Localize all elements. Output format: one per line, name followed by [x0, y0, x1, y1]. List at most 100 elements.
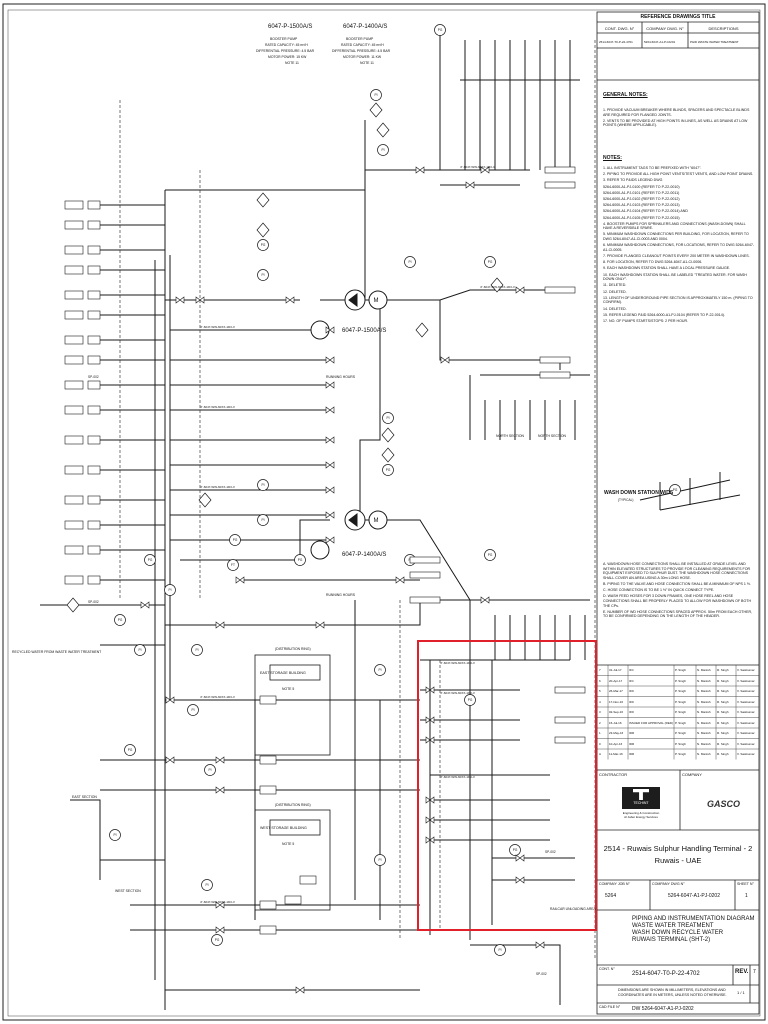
valve-icon: [215, 621, 225, 629]
diamond-icon: [381, 427, 395, 443]
revision-cell: R. Singh: [717, 710, 729, 714]
tag-box: [554, 736, 586, 744]
project-location: Ruwais - UAE: [654, 856, 702, 865]
valve-icon: [215, 901, 225, 909]
valve-icon: [285, 296, 295, 304]
note-item: 2. PIPING TO PROVIDE ALL HIGH POINT VENT…: [603, 172, 754, 177]
instrument-bubble-icon: [484, 256, 496, 268]
contractor-label: CONTRACTOR: [599, 772, 628, 777]
drawing-title-line: PIPING AND INSTRUMENTATION DIAGRAM: [632, 916, 755, 922]
tag-box: [259, 925, 277, 935]
revision-cell: 26-Mar-17: [609, 689, 623, 693]
building-boxes: [254, 654, 331, 911]
tag-box: [87, 200, 101, 210]
tag-box: [544, 286, 576, 294]
valve-icon: [325, 406, 335, 414]
rev-label: REV.: [735, 969, 749, 975]
note-item: 12. DELETED.: [603, 289, 627, 294]
revision-cell: N. Manish: [697, 731, 711, 735]
note-item: 9. EACH WASHDOWN STATION SHALL HAVE A LO…: [603, 266, 731, 271]
tag-box: [64, 310, 84, 320]
tag-box: [87, 575, 101, 585]
revision-cell: P. Singh: [675, 731, 686, 735]
revision-cell: P. Singh: [675, 752, 686, 756]
notes-extra-list: A. WASHDOWN HOSE CONNECTIONS SHALL BE IN…: [603, 562, 755, 621]
drawing-title-line: WASTE WATER TREATMENT: [632, 923, 714, 929]
revision-cell: 3: [599, 710, 601, 714]
pump-b-line-0: BOOSTER PUMP: [346, 37, 374, 41]
note-item: 5264-6000-A1-PJ-0105 (REFER TO P-22-0015…: [603, 215, 680, 220]
dashed-lines: [119, 40, 596, 960]
spp-tag-4: SP-002: [536, 972, 547, 976]
company-dwg-label: COMPANY DWG N°: [652, 882, 685, 886]
company-logo-text: GASCO: [706, 799, 740, 809]
instrument-label: PI: [261, 518, 264, 522]
company-logo: GASCO: [696, 785, 751, 823]
motor-icon: [368, 510, 388, 530]
distribution-ring-2: (DISTRIBUTION RING): [275, 803, 311, 807]
north-section-2: NORTH SECTION: [538, 434, 567, 438]
instrument-bubble-icon: [257, 514, 269, 526]
tag-box: [87, 290, 101, 300]
revision-cell: V. Sasikumar: [737, 752, 755, 756]
ref-col-2: DESCRIPTIONS: [708, 26, 739, 31]
note-item: 5264-6000-A1-PJ-0101 (REFER TO P-22-0011…: [603, 190, 680, 195]
valve-icon: [315, 621, 325, 629]
diamond-icon: [198, 492, 212, 508]
sheet-of: 1 / 1: [737, 990, 745, 995]
note-item: 1. PROVIDE VACUUM BREAKER WHERE BLINDS, …: [603, 108, 750, 117]
cont-dwg-label: CONT. N°: [599, 967, 615, 971]
diamond-icon: [381, 447, 395, 463]
note-item: 6. MINIMUM WASHDOWN CONNECTIONS, FOR LOC…: [603, 243, 755, 252]
note-item: E. NUMBER OF WD HOSE CONNECTIONS SPACED …: [603, 609, 753, 619]
note-item: 5264-6000-A1-PJ-0102 (REFER TO P-22-0012…: [603, 196, 680, 201]
tag-box: [87, 380, 101, 390]
tag-box: [64, 335, 84, 345]
company-label: COMPANY: [682, 772, 702, 777]
cad-file-label: CAD FILE N°: [599, 1005, 621, 1009]
pump-b-line-4: NOTE 11: [360, 61, 374, 65]
tag-box: [87, 220, 101, 230]
valve-icon: [425, 796, 435, 804]
revision-cell: IDR: [629, 741, 635, 746]
valve-icon: [515, 876, 525, 884]
valve-icon: [140, 601, 150, 609]
instrument-label: PI: [374, 93, 377, 97]
note-5-west: NOTE 5: [282, 842, 294, 846]
revision-table-grid: [597, 665, 759, 760]
pump-a-line-4: NOTE 11: [285, 61, 299, 65]
instrument-bubble-icon: [374, 664, 386, 676]
general-notes-heading: GENERAL NOTES:: [603, 92, 648, 98]
note-item: 5. MINIMUM WASHDOWN CONNECTIONS PER BUIL…: [603, 232, 749, 242]
line-tag-6: 4"-6047-WW-60XX-1D3-V: [200, 485, 235, 489]
instrument-label: PI: [408, 260, 411, 264]
project-title: 2514 - Ruwais Sulphur Handling Terminal …: [603, 844, 753, 853]
revision-cell: R. Singh: [717, 668, 729, 672]
tag-box: [554, 716, 586, 724]
instrument-bubble-icon: [494, 944, 506, 956]
instrument-bubble-icon: [109, 829, 121, 841]
valve-icon: [165, 756, 175, 764]
instrument-label: PI: [261, 483, 264, 487]
revision-cell: A: [599, 752, 602, 756]
revision-cell: V. Sasikumar: [737, 731, 755, 735]
dimensions-note: DIMENSIONS ARE SHOWN IN MILLIMETERS, ELE…: [618, 988, 727, 997]
note-item: 17. NO. OF PUMPS STARTS/STOPS: 2 PER HOU…: [603, 318, 689, 323]
distribution-ring-1: (DISTRIBUTION RING): [275, 647, 311, 651]
recycled-water-label: RECYCLED WATER FROM WASTE WATER TREATMEN…: [12, 650, 101, 654]
valve-icon: [425, 816, 435, 824]
line-tag-7: 4"-6047-WW-60XX-1D3-V: [200, 695, 235, 699]
valve-icon: [415, 166, 425, 174]
pump-b-line-2: DIFFERENTIAL PRESSURE: 4.5 BAR: [332, 49, 391, 53]
tag-box: [64, 575, 84, 585]
instrument-bubble-icon: [227, 559, 239, 571]
valve-icon: [325, 436, 335, 444]
tag-box: [64, 380, 84, 390]
spp-tag-1: SP-002: [88, 375, 99, 379]
line-tag-9: 4"-6047-WW-60XX-1D3-V: [460, 165, 495, 169]
diamond-icon: [376, 122, 390, 138]
tag-box: [409, 596, 441, 604]
valve-icon: [325, 356, 335, 364]
instrument-bubble-icon: [382, 412, 394, 424]
tag-box: [64, 245, 84, 255]
